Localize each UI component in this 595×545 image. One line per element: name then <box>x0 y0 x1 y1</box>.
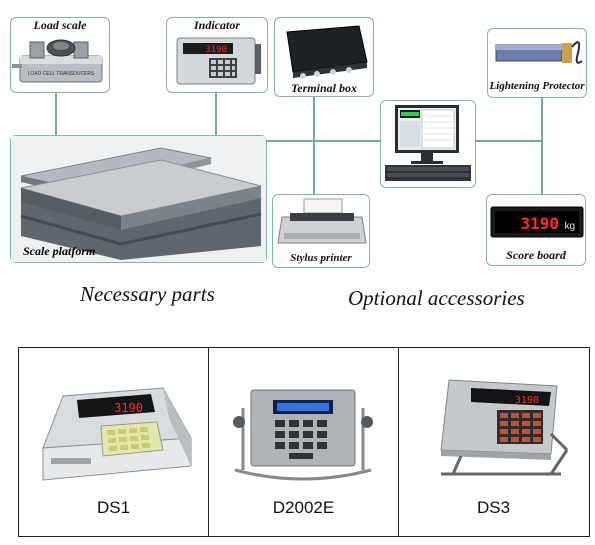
indicator-display-text: 3190 <box>205 45 227 55</box>
optional-accessories-title: Optional accessories <box>348 286 525 310</box>
score-board-display-text: 3190 <box>520 214 559 233</box>
load-scale-card: Load scale LOAD CELL TRANSDUCERS <box>10 17 110 93</box>
indicator-card: Indicator 3190 <box>166 17 268 93</box>
load-cell-image: LOAD CELL TRANSDUCERS <box>12 39 103 83</box>
connector-hub-computer <box>313 140 380 142</box>
ds1-display-text: 3190 <box>114 401 143 415</box>
connector-platform-hub <box>266 140 315 142</box>
load-scale-label: Load scale <box>33 18 87 32</box>
ds1-image: 3190 <box>42 387 192 481</box>
model-table: 3190 DS1 D20 <box>18 347 590 537</box>
lightening-protector-label: Lightening Protector <box>489 80 585 92</box>
model-cell-d2002e: D2002E <box>208 348 398 536</box>
stylus-printer-image <box>277 198 367 244</box>
score-board-label: Score board <box>506 248 566 262</box>
ds3-image: 3190 <box>440 379 569 476</box>
ds3-display-text: 3190 <box>515 395 539 406</box>
indicator-label: Indicator <box>193 18 240 32</box>
load-cell-text: LOAD CELL TRANSDUCERS <box>28 71 95 77</box>
scale-platform-image <box>11 136 266 262</box>
connector-vertical-left <box>313 96 315 196</box>
necessary-parts-title: Necessary parts <box>80 282 215 306</box>
connector-computer-right <box>475 140 543 142</box>
d2002e-label: D2002E <box>272 498 335 517</box>
d2002e-image <box>233 389 373 481</box>
score-board-unit-text: kg <box>564 221 575 232</box>
indicator-image: 3190 <box>176 37 261 85</box>
connector-indicator-platform <box>215 92 217 136</box>
terminal-box-card: Terminal box <box>274 17 374 97</box>
lightening-protector-card: Lightening Protector <box>487 28 587 98</box>
lightening-protector-image <box>495 41 583 64</box>
model-cell-ds1: 3190 DS1 <box>19 348 208 536</box>
model-cell-ds3: 3190 DS3 <box>398 348 588 536</box>
terminal-box-label: Terminal box <box>291 81 357 95</box>
score-board-image: 3190 kg <box>490 206 584 238</box>
connector-vertical-right <box>541 98 543 196</box>
scale-platform-label: Scale platform <box>23 244 96 258</box>
computer-image <box>385 105 471 181</box>
ds1-label: DS1 <box>96 498 131 517</box>
stylus-printer-card: Stylus printer <box>272 194 370 268</box>
score-board-card: 3190 kg Score board <box>486 194 586 266</box>
scale-platform-card: Scale platform <box>10 135 267 263</box>
terminal-box-image <box>286 25 368 79</box>
stylus-printer-label: Stylus printer <box>290 252 352 264</box>
ds3-label: DS3 <box>476 498 511 517</box>
connector-loadscale-platform <box>55 92 57 136</box>
computer-card <box>380 100 476 188</box>
